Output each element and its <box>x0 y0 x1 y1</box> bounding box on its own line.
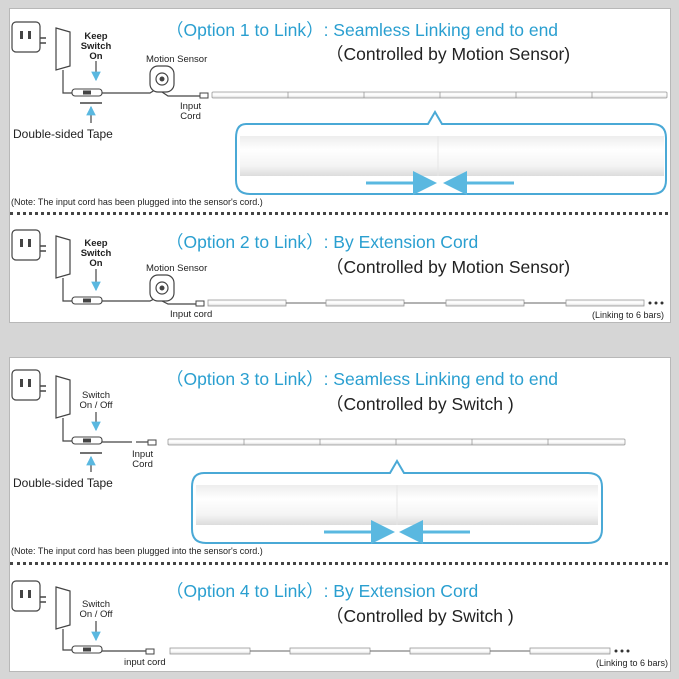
option-2-subtitle: （Controlled by Motion Sensor) <box>326 257 571 277</box>
option-2-diagram <box>11 229 664 307</box>
option-4-linking-note: (Linking to 6 bars) <box>596 658 669 668</box>
option-2-linking-note: (Linking to 6 bars) <box>592 310 665 320</box>
inline-switch-icon <box>71 88 103 97</box>
option-1-note: (Note: The input cord has been plugged i… <box>11 197 263 207</box>
separator-1 <box>10 212 668 215</box>
option-1-subtitle: （Controlled by Motion Sensor) <box>326 44 571 64</box>
light-bars-extension <box>207 299 664 307</box>
inline-switch-icon <box>71 436 103 445</box>
inline-switch-icon <box>71 645 103 654</box>
option-4-diagram <box>11 580 630 655</box>
option-3-subtitle: （Controlled by Switch ) <box>326 394 514 414</box>
power-adapter-icon <box>55 27 71 71</box>
option-4-title: （Option 4 to Link）: By Extension Cord <box>166 581 479 601</box>
wall-outlet-icon <box>11 229 47 261</box>
wall-outlet-icon <box>11 21 47 53</box>
wall-outlet-icon <box>11 369 47 401</box>
option-3-diagram <box>11 369 626 544</box>
linked-light-bars <box>211 91 668 99</box>
option-2-motion-sensor-label: Motion Sensor <box>146 263 208 274</box>
power-adapter-icon <box>55 235 71 279</box>
option-1-tape-label: Double-sided Tape <box>13 127 113 141</box>
option-3-tape-label: Double-sided Tape <box>13 476 113 490</box>
option-3-title: （Option 3 to Link）: Seamless Linking end… <box>166 369 559 389</box>
option-1-title: （Option 1 to Link）: Seamless Linking end… <box>166 20 559 40</box>
option-2-title: （Option 2 to Link）: By Extension Cord <box>166 232 479 252</box>
option-4-subtitle: （Controlled by Switch ) <box>326 606 514 626</box>
option-2-input-cord-label: Input cord <box>170 309 213 320</box>
option-4-input-cord-label: input cord <box>124 657 166 668</box>
power-adapter-icon <box>55 375 71 419</box>
wall-outlet-icon <box>11 580 47 612</box>
motion-sensor-icon <box>149 274 175 302</box>
option-1-motion-sensor-label: Motion Sensor <box>146 54 208 65</box>
light-bars-extension <box>169 647 630 655</box>
linked-light-bars <box>167 438 626 446</box>
motion-sensor-icon <box>149 65 175 93</box>
option-3-note: (Note: The input cord has been plugged i… <box>11 546 263 556</box>
option-1-diagram <box>11 21 668 195</box>
power-adapter-icon <box>55 586 71 630</box>
inline-switch-icon <box>71 296 103 305</box>
separator-2 <box>10 562 668 565</box>
